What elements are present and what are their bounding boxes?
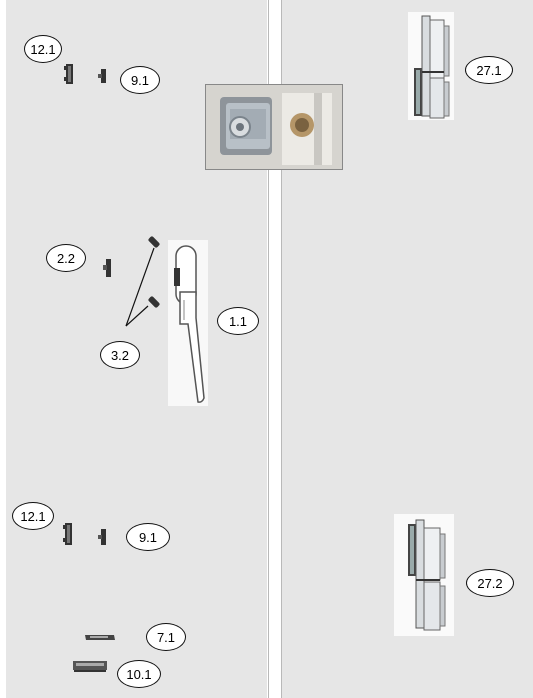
callout-3-2[interactable]: 3.2 [100,341,140,369]
callout-2-2[interactable]: 2.2 [46,244,86,272]
callout-1-1[interactable]: 1.1 [217,307,259,335]
window-handle-icon [168,240,208,406]
lock-block-bottom-icon [62,522,74,546]
callout-12-1-top[interactable]: 12.1 [24,35,62,63]
callout-7-1[interactable]: 7.1 [146,623,186,651]
screws-leader-lines [118,230,168,330]
lock-block-top-icon [63,63,75,85]
callout-27-2[interactable]: 27.2 [466,569,514,597]
callout-9-1-top[interactable]: 9.1 [120,66,160,94]
strip-top-icon [84,632,116,642]
callout-10-1[interactable]: 10.1 [117,660,161,688]
handle-keeper-icon [103,258,112,278]
callout-9-1-bottom[interactable]: 9.1 [126,523,170,551]
callout-27-1[interactable]: 27.1 [465,56,513,84]
lock-cylinder-photo [205,84,343,170]
keeper-bottom-icon [98,528,107,546]
callout-12-1-bottom[interactable]: 12.1 [12,502,54,530]
hinge-top-icon [408,12,454,120]
keeper-top-icon [98,68,107,84]
strip-bottom-icon [72,659,108,673]
hinge-bottom-icon [394,514,454,636]
